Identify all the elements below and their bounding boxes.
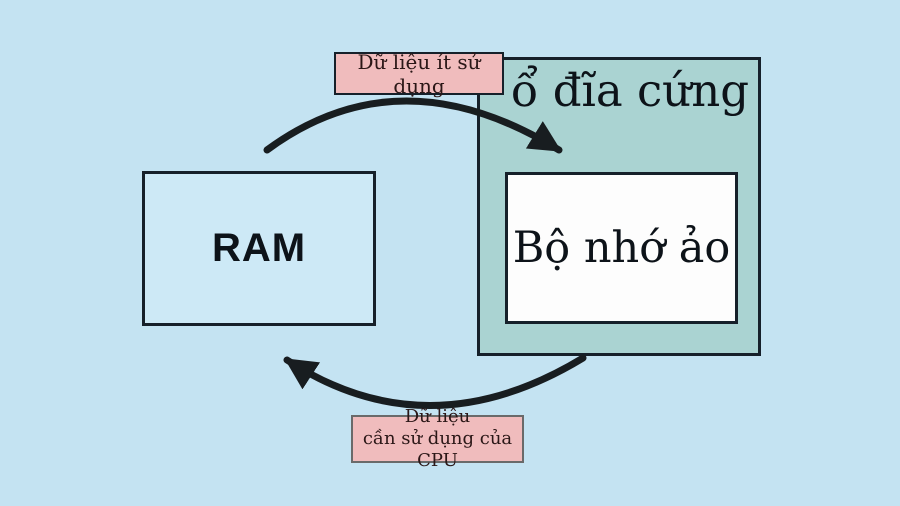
bottom-arrow-label-line2: cần sử dụng của CPU [362, 428, 513, 471]
top-arrow-label: Dữ liệu ít sử dụng [334, 49, 504, 98]
bottom-arrow-label-line1: Dữ liệu [404, 406, 471, 428]
bottom-arrow-label: Dữ liệu cần sử dụng của CPU [351, 406, 524, 471]
ram-label: RAM [211, 226, 307, 270]
virtual-memory-box: Bộ nhớ ảo [505, 172, 738, 324]
ram-box: RAM [142, 171, 376, 326]
disk-to-ram-arrow [283, 354, 587, 409]
hard-drive-title: ổ đĩa cứng [510, 64, 749, 117]
top-arrow-label-text: Dữ liệu ít sử dụng [357, 49, 481, 98]
virtual-memory-label: Bộ nhớ ảo [512, 223, 731, 273]
